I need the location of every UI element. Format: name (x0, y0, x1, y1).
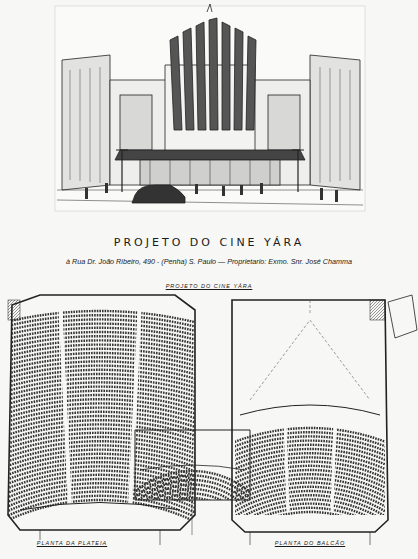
seat-row (0, 311, 224, 330)
seat-row (202, 491, 418, 537)
seat-row (202, 478, 418, 519)
seat-row (202, 432, 418, 462)
seat-row (202, 474, 418, 514)
seat-row (202, 504, 418, 557)
seat-row (202, 487, 418, 532)
page-title: PROJETO DO CINE YÁRA (112, 236, 306, 249)
seat-row (202, 483, 418, 526)
seat-row (202, 499, 418, 550)
plan-label: PLANTA DA PLATEIA (35, 540, 110, 546)
seat-row (202, 436, 418, 467)
seat-row (202, 457, 418, 492)
seat-row (202, 445, 418, 478)
seat-row (130, 498, 254, 559)
seat-row (202, 512, 418, 559)
seat-row (202, 441, 418, 473)
seat-row (202, 466, 418, 504)
seat-row (0, 412, 224, 438)
seat-row (0, 403, 224, 428)
seat-row (202, 449, 418, 482)
seat-row (202, 428, 418, 458)
facade-sketch (55, 4, 365, 211)
seat-row (202, 453, 418, 487)
plan-label: PLANTA DO BALCÃO (273, 540, 347, 546)
seat-row (202, 462, 418, 498)
seat-row (0, 395, 224, 419)
seat-row (202, 495, 418, 543)
plateia-plan (0, 295, 224, 545)
balcao-plan (202, 295, 418, 559)
section-plan (105, 430, 280, 559)
seat-row (0, 399, 224, 424)
seat-row (0, 319, 224, 339)
seat-row (202, 508, 418, 559)
seat-row (0, 408, 224, 433)
seat-row (0, 324, 224, 344)
seat-row (202, 470, 418, 509)
address-caption: à Rua Dr. João Ribeiro, 490 - (Penha) S.… (64, 257, 354, 266)
seat-row (108, 476, 277, 559)
seat-row (0, 315, 224, 334)
plan-title: PROJETO DO CINE YÁRA (164, 283, 255, 289)
seat-row (112, 480, 272, 559)
